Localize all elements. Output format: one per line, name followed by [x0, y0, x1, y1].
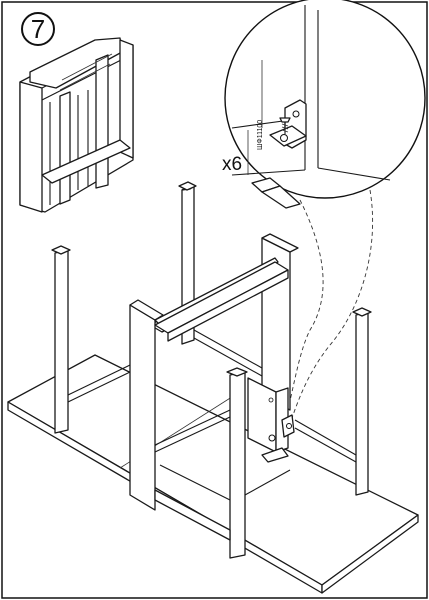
joint-hole-icon: [268, 434, 276, 442]
back-right-leg: [352, 307, 372, 496]
front-lower-apron: [154, 489, 231, 541]
leader-line-right: [288, 199, 324, 406]
reference-thumbnail: [19, 37, 134, 213]
end-panel: [247, 377, 295, 463]
part-code-label: ШФ11100: [257, 120, 264, 150]
detail-callout: ШФ11100 x6: [222, 0, 426, 209]
quantity-label: x6: [222, 154, 242, 175]
front-left-leg: [51, 245, 71, 434]
step-number: 7: [31, 14, 45, 44]
front-right-leg: [226, 367, 248, 559]
center-rail: [154, 261, 289, 342]
stretcher-1: [67, 364, 131, 396]
step-badge: 7: [21, 12, 55, 46]
leader-line-left: [291, 189, 373, 419]
screw-icon: [279, 117, 291, 134]
